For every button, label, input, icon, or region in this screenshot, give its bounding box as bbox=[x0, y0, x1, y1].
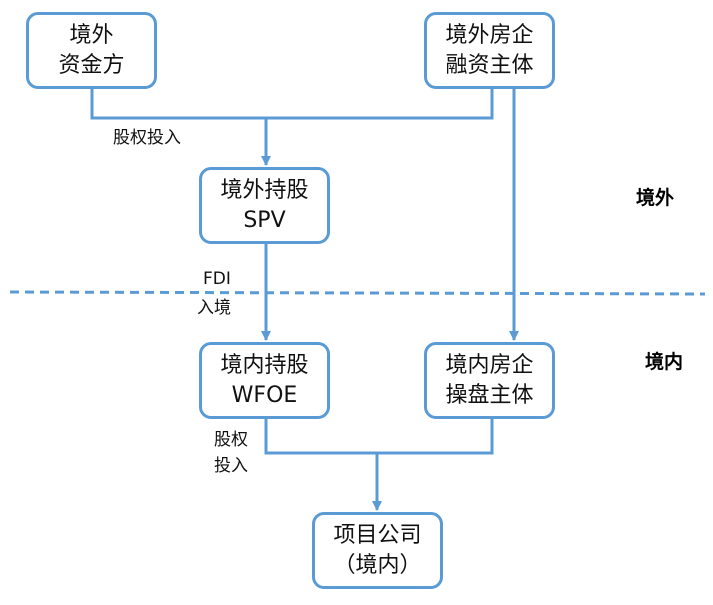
label-fdi-inbound: 入境 bbox=[197, 298, 231, 318]
border-divider-line bbox=[9, 290, 706, 296]
node-offshore-developer: 境外房企 融资主体 bbox=[424, 12, 555, 89]
node-onshore-wfoe: 境内持股 WFOE bbox=[199, 342, 330, 419]
node-label-line2: 操盘主体 bbox=[445, 382, 534, 408]
node-label-line2: WFOE bbox=[231, 382, 298, 408]
zone-label-onshore: 境内 bbox=[645, 351, 684, 373]
label-equity-investment-top: 股权投入 bbox=[113, 128, 181, 148]
node-label-line2: SPV bbox=[243, 207, 286, 233]
label-fdi: FDI bbox=[203, 269, 231, 289]
node-project-company: 项目公司 （境内） bbox=[312, 512, 443, 589]
label-equity-investment-bottom-1: 股权 bbox=[214, 430, 248, 450]
connector-onshore-merge bbox=[264, 419, 494, 455]
node-label-line2: 资金方 bbox=[58, 52, 125, 78]
node-label-line1: 境外持股 bbox=[220, 177, 309, 203]
node-label-line2: 融资主体 bbox=[445, 52, 534, 78]
node-label-line1: 项目公司 bbox=[333, 522, 422, 548]
label-equity-investment-bottom-2: 投入 bbox=[214, 456, 248, 476]
node-label-line1: 境内持股 bbox=[220, 352, 309, 378]
node-onshore-developer: 境内房企 操盘主体 bbox=[424, 342, 555, 419]
connector-investor-merge bbox=[90, 88, 494, 120]
node-label-line1: 境外房企 bbox=[445, 22, 534, 48]
node-offshore-spv: 境外持股 SPV bbox=[199, 167, 330, 244]
node-offshore-investor: 境外 资金方 bbox=[26, 12, 157, 89]
node-label-line1: 境内房企 bbox=[445, 352, 534, 378]
zone-label-offshore: 境外 bbox=[636, 187, 675, 209]
node-label-line1: 境外 bbox=[69, 22, 114, 48]
node-label-line2: （境内） bbox=[333, 552, 422, 578]
